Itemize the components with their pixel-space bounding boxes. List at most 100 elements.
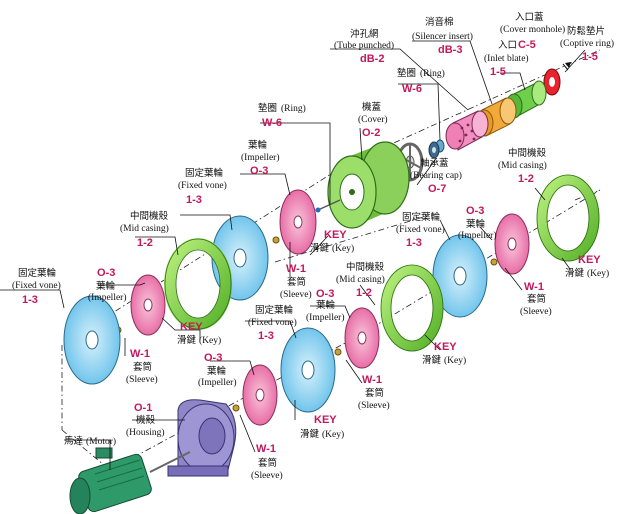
svg-text:O-2: O-2 [362,127,380,139]
svg-text:(Ring): (Ring) [281,103,306,114]
svg-text:(Key): (Key) [322,429,344,440]
mid-casing-center-part [380,264,444,352]
sleeve-center-part [334,348,342,356]
svg-text:(Fixed vone): (Fixed vone) [396,224,445,235]
svg-text:W-1: W-1 [524,281,544,293]
label-sleeve-right-top: W-1 套筒 (Sleeve) [520,281,552,317]
svg-text:1-2: 1-2 [137,237,153,249]
svg-text:1-3: 1-3 [22,294,38,306]
label-impeller-center: O-3 葉輪 (Impeller) [306,288,345,323]
svg-text:W-1: W-1 [256,443,276,455]
svg-text:1-5: 1-5 [490,66,506,78]
svg-text:O-3: O-3 [250,165,268,177]
svg-text:KEY: KEY [434,341,457,353]
sleeve-bottom-part [232,404,240,412]
svg-text:W-1: W-1 [362,374,382,386]
svg-text:1-3: 1-3 [258,330,274,342]
svg-text:中間機殼: 中間機殼 [346,261,385,273]
label-silencer-insert: 消音棉 (Silencer insert) dB-3 [412,16,473,56]
svg-text:W-1: W-1 [130,348,150,360]
sleeve-right-top-part [490,258,498,266]
label-ring-left: 墊圈 (Ring) W-6 [258,102,306,129]
svg-text:葉輪: 葉輪 [207,365,227,377]
svg-text:(Silencer insert): (Silencer insert) [412,31,473,42]
label-coptive-ring: 防鬆墊片 (Coptive ring) 1-5 [560,25,614,63]
svg-text:1-5: 1-5 [582,51,598,63]
svg-text:馬達: 馬達 [64,435,84,447]
svg-text:入口蓋: 入口蓋 [515,11,544,23]
svg-text:固定葉輪: 固定葉輪 [255,304,294,316]
svg-text:KEY: KEY [578,254,601,266]
svg-text:套筒: 套筒 [287,276,306,288]
svg-text:滑鍵: 滑鍵 [422,354,442,366]
label-cover-monhole: 入口蓋 (Cover monhole) 入口 C-5 [498,11,565,51]
label-cover: 機蓋 (Cover) O-2 [358,101,388,139]
svg-text:(Mid casing): (Mid casing) [336,274,385,285]
svg-text:O-3: O-3 [466,205,484,217]
svg-text:(Sleeve): (Sleeve) [126,374,158,385]
label-sleeve-left: W-1 套筒 (Sleeve) [126,348,158,385]
mid-casing-right-part [536,174,600,262]
svg-text:(Key): (Key) [199,335,221,346]
svg-text:(Motor): (Motor) [86,436,116,447]
label-fixed-vane-left: 固定葉輪 (Fixed vone) 1-3 [12,267,61,306]
svg-text:套筒: 套筒 [527,293,546,305]
fixed-vane-right-part [432,234,488,318]
svg-text:套筒: 套筒 [365,387,384,399]
label-ring-top: 墊圈 (Ring) W-6 [397,67,445,95]
svg-text:(Key): (Key) [444,355,466,366]
bearing-cap-part [428,141,440,159]
svg-text:中間機殼: 中間機殼 [508,147,547,159]
cover-part [327,141,410,229]
svg-text:dB-2: dB-2 [360,53,384,65]
svg-text:O-3: O-3 [97,267,115,279]
svg-text:C-5: C-5 [518,39,536,51]
svg-text:1-3: 1-3 [406,237,422,249]
svg-text:O-7: O-7 [428,183,446,195]
svg-text:墊圈: 墊圈 [397,67,416,79]
housing-part [167,399,237,477]
svg-text:固定葉輪: 固定葉輪 [18,267,57,279]
label-mid-casing-left: 中間機殼 (Mid casing) 1-2 [120,210,169,249]
svg-text:葉輪: 葉輪 [466,218,486,230]
svg-text:機殼: 機殼 [136,414,156,426]
svg-text:固定葉輪: 固定葉輪 [185,167,224,179]
label-impeller-bottom: O-3 葉輪 (Impeller) [198,352,237,388]
label-impeller-right: O-3 葉輪 (Impeller) [458,205,497,241]
impeller-right-part [494,213,530,275]
svg-text:(Impeller): (Impeller) [88,292,127,303]
label-sleeve-center: W-1 套筒 (Sleeve) [358,374,390,411]
svg-text:(Housing): (Housing) [126,427,165,438]
svg-text:(Bearing cap): (Bearing cap) [410,170,462,181]
fixed-vane-center-part [280,327,336,413]
svg-text:O-3: O-3 [316,288,334,300]
svg-text:滑鍵: 滑鍵 [300,428,320,440]
svg-text:沖孔網: 沖孔網 [350,28,379,40]
svg-text:W-6: W-6 [262,117,282,129]
label-tube-punched: 沖孔網 (Tube punched) dB-2 [334,28,394,65]
svg-text:(Inlet blate): (Inlet blate) [484,53,529,64]
label-key-left: KEY 滑鍵 (Key) [177,321,221,346]
svg-text:(Sleeve): (Sleeve) [251,470,283,481]
svg-text:入口: 入口 [498,40,517,51]
ring-part-left [315,207,321,213]
label-bearing-cap: 軸承蓋 (Bearing cap) O-7 [410,157,462,195]
label-inlet-blate: (Inlet blate) 1-5 [484,53,529,78]
svg-text:防鬆墊片: 防鬆墊片 [567,25,605,37]
svg-text:套筒: 套筒 [133,361,152,373]
svg-text:消音棉: 消音棉 [425,16,454,28]
svg-text:KEY: KEY [180,321,203,333]
svg-text:(Sleeve): (Sleeve) [280,289,312,300]
tube-punched-part [445,110,489,151]
svg-text:中間機殼: 中間機殼 [130,210,169,222]
svg-text:(Ring): (Ring) [420,68,445,79]
svg-text:(Mid casing): (Mid casing) [498,160,547,171]
label-fixed-vane-right: 固定葉輪 (Fixed vone) 1-3 [396,211,445,249]
svg-text:KEY: KEY [314,414,337,426]
svg-text:W-1: W-1 [286,263,306,275]
svg-text:(Impeller): (Impeller) [458,230,497,241]
label-mid-casing-center: 中間機殼 (Mid casing) 1-2 [336,261,385,299]
svg-text:KEY: KEY [324,229,347,241]
label-fixed-vane-center: 固定葉輪 (Fixed vone) 1-3 [248,304,297,342]
